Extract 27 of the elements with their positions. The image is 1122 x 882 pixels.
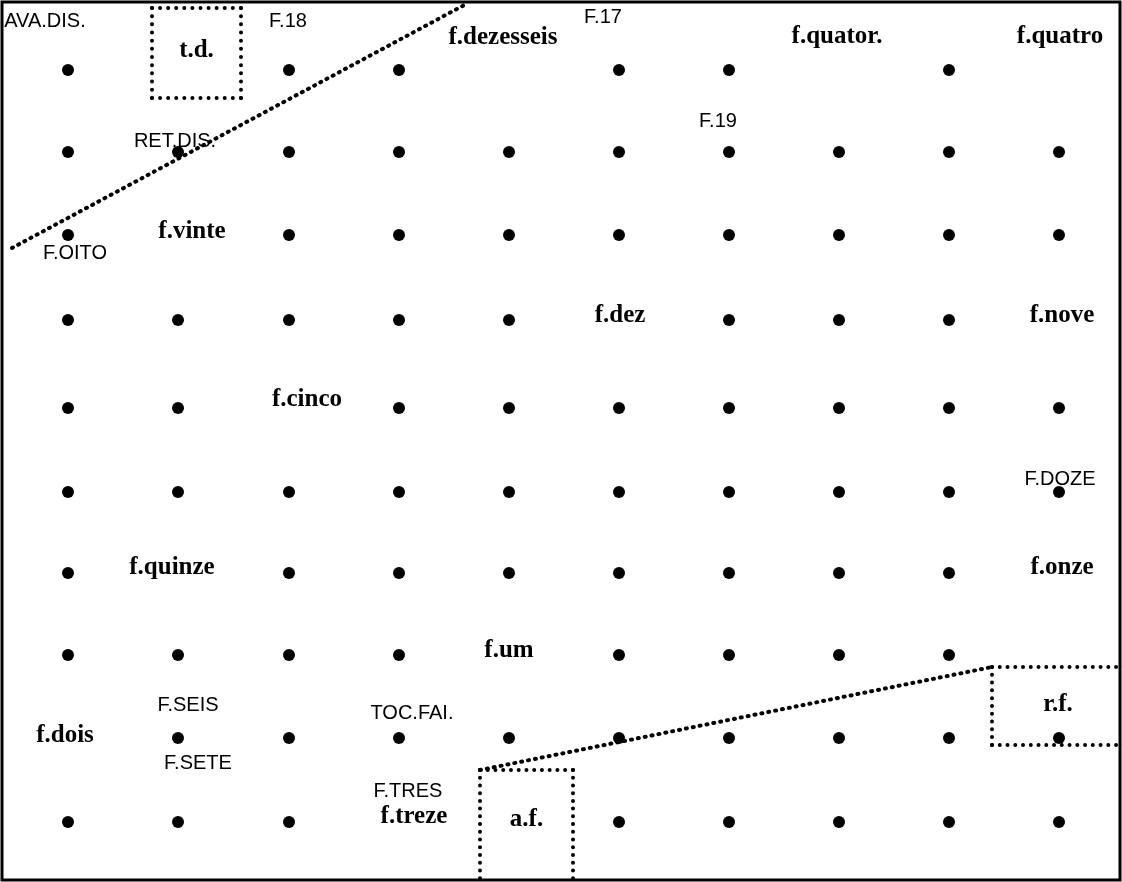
place-label: f.cinco <box>271 384 343 410</box>
place-label: f.um <box>484 635 534 661</box>
place-label: F.OITO <box>42 242 108 262</box>
place-label: AVA.DIS. <box>4 10 86 30</box>
zone-label: r.f. <box>1043 689 1073 715</box>
place-label: F.18 <box>269 10 307 30</box>
place-label: f.dez <box>594 300 646 326</box>
zone-label: t.d. <box>179 35 214 61</box>
place-label: TOC.FAI. <box>370 702 454 722</box>
place-label: F.17 <box>584 6 622 26</box>
dotted-zone <box>478 768 575 882</box>
place-label: f.quatro <box>1016 21 1104 47</box>
place-label: f.treze <box>380 801 448 827</box>
dotted-zone <box>150 6 243 100</box>
zone-label: a.f. <box>509 804 544 830</box>
place-label: F.DOZE <box>1024 468 1096 488</box>
place-label: F.TRES <box>373 780 443 800</box>
place-label: F.SETE <box>164 752 232 772</box>
place-label: F.19 <box>699 110 737 130</box>
place-label: F.SEIS <box>157 694 219 714</box>
place-label: f.quinze <box>129 552 215 578</box>
place-label: f.dois <box>36 720 94 746</box>
place-label: f.quator. <box>791 21 883 47</box>
place-label: f.vinte <box>158 216 226 242</box>
place-label: f.dezesseis <box>448 22 558 48</box>
place-label: f.nove <box>1029 300 1095 326</box>
place-label: f.onze <box>1030 552 1094 578</box>
